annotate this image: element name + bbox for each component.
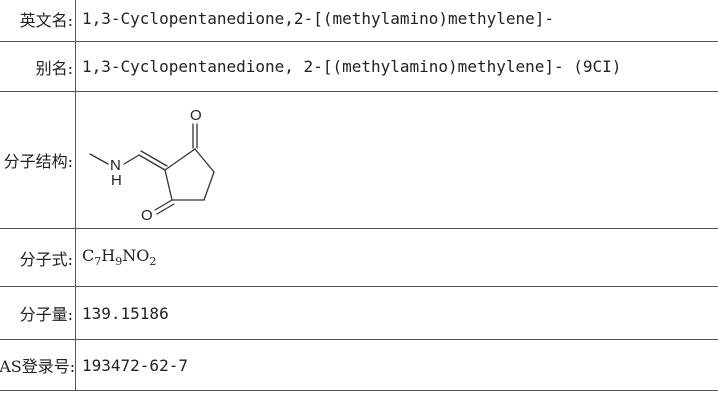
bond-c5-c4 [204, 172, 214, 200]
molecular-structure-image: N H O O [82, 93, 242, 223]
structure-label: 分子结构: [0, 92, 76, 229]
english-name-value: 1,3-Cyclopentanedione,2-[(methylamino)me… [76, 0, 718, 42]
formula-o-count: 2 [149, 256, 156, 269]
formula-value: C7H9NO2 [76, 229, 718, 287]
weight-value: 139.15186 [76, 287, 718, 340]
bond-c2-c1 [165, 149, 195, 170]
bond-c1-c5 [195, 149, 214, 172]
row-structure: 分子结构: [0, 92, 718, 229]
bond-methyl-n [90, 154, 108, 164]
row-english-name: 英文名: 1,3-Cyclopentanedione,2-[(methylami… [0, 0, 718, 42]
english-name-label: 英文名: [0, 0, 76, 42]
row-formula: 分子式: C7H9NO2 [0, 229, 718, 287]
structure-cell: N H O O [76, 92, 718, 229]
atom-o-top: O [190, 107, 202, 124]
alias-label: 别名: [0, 42, 76, 92]
row-weight: 分子量: 139.15186 [0, 287, 718, 340]
formula-no: NO [122, 246, 149, 265]
atom-h: H [111, 172, 122, 189]
formula-h: H [101, 246, 115, 265]
row-cas: CAS登录号: 193472-62-7 [0, 340, 718, 391]
bond-c3-c2 [165, 170, 172, 200]
cas-label: CAS登录号: [0, 340, 76, 391]
atom-o-bottom: O [141, 207, 153, 223]
weight-label: 分子量: [0, 287, 76, 340]
formula-label: 分子式: [0, 229, 76, 287]
bond-n-ch [124, 155, 139, 164]
formula-c: C [82, 246, 94, 265]
bond-c3-o-b [157, 204, 174, 214]
row-alias: 别名: 1,3-Cyclopentanedione, 2-[(methylami… [0, 42, 718, 92]
cas-value: 193472-62-7 [76, 340, 718, 391]
bond-c3-o-a [155, 200, 172, 210]
alias-value: 1,3-Cyclopentanedione, 2-[(methylamino)m… [76, 42, 718, 92]
properties-table: 英文名: 1,3-Cyclopentanedione,2-[(methylami… [0, 0, 718, 391]
